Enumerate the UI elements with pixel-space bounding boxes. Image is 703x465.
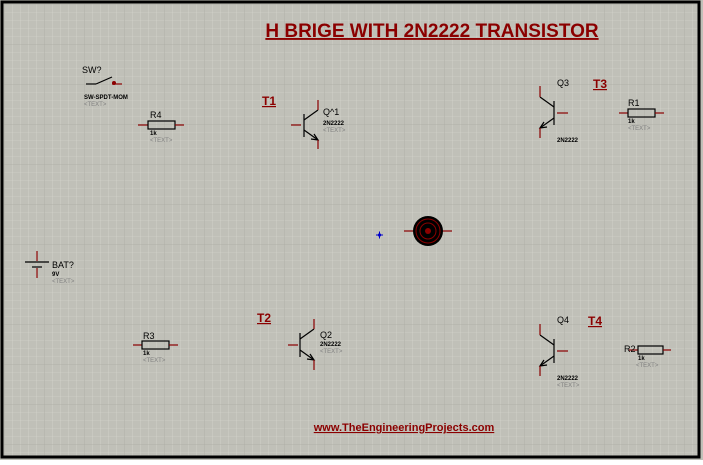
transistor-q1[interactable]: Q^1 2N2222 <TEXT>: [291, 100, 346, 149]
transistor-q3[interactable]: Q3 2N2222: [538, 78, 579, 144]
q3-value-label: 2N2222: [557, 138, 579, 144]
footer-url-link[interactable]: www.TheEngineeringProjects.com: [313, 422, 495, 434]
q1-ref-label: Q^1: [323, 107, 339, 117]
q4-value-label: 2N2222: [557, 376, 579, 382]
transistor-q2[interactable]: Q2 2N2222 <TEXT>: [288, 319, 343, 370]
r1-text-label: <TEXT>: [628, 126, 651, 132]
origin-crosshair-icon: [376, 231, 383, 239]
tag-t4: T4: [588, 314, 602, 328]
switch-component[interactable]: SW? SW-SPDT-MOM <TEXT>: [82, 65, 128, 108]
grid: [4, 4, 699, 456]
battery-value-label: 9V: [52, 272, 59, 278]
switch-value-label: SW-SPDT-MOM: [84, 95, 128, 101]
r3-text-label: <TEXT>: [143, 358, 166, 364]
r3-ref-label: R3: [143, 331, 155, 341]
q2-text-label: <TEXT>: [320, 349, 343, 355]
diagram-title: H BRIGE WITH 2N2222 TRANSISTOR: [265, 21, 599, 42]
q2-value-label: 2N2222: [320, 342, 342, 348]
q1-text-label: <TEXT>: [323, 128, 346, 134]
battery-component[interactable]: BAT? 9V <TEXT>: [25, 251, 75, 285]
resistor-r3[interactable]: R3 1k <TEXT>: [133, 331, 178, 364]
tag-t1: T1: [262, 94, 276, 108]
r1-value-label: 1k: [628, 119, 635, 125]
q3-ref-label: Q3: [557, 78, 569, 88]
resistor-r4[interactable]: R4 1k <TEXT>: [138, 110, 184, 144]
battery-text-label: <TEXT>: [52, 279, 75, 285]
resistor-r2[interactable]: R2 1k <TEXT>: [624, 344, 671, 369]
transistor-q4[interactable]: Q4 2N2222 <TEXT>: [538, 315, 580, 389]
r4-value-label: 1k: [150, 131, 157, 137]
battery-ref-label: BAT?: [52, 260, 74, 270]
r3-value-label: 1k: [143, 351, 150, 357]
r2-text-label: <TEXT>: [636, 363, 659, 369]
resistor-r1[interactable]: R1 1k <TEXT>: [619, 98, 664, 132]
tag-t2: T2: [257, 311, 271, 325]
r1-ref-label: R1: [628, 98, 640, 108]
r2-ref-label: R2: [624, 344, 636, 354]
motor-icon[interactable]: [404, 216, 452, 246]
q2-ref-label: Q2: [320, 330, 332, 340]
r2-value-label: 1k: [638, 356, 645, 362]
q4-ref-label: Q4: [557, 315, 569, 325]
switch-text-label: <TEXT>: [84, 102, 107, 108]
tag-t3: T3: [593, 77, 607, 91]
r4-ref-label: R4: [150, 110, 162, 120]
switch-ref-label: SW?: [82, 65, 102, 75]
q1-value-label: 2N2222: [323, 121, 345, 127]
r4-text-label: <TEXT>: [150, 138, 173, 144]
q4-text-label: <TEXT>: [557, 383, 580, 389]
